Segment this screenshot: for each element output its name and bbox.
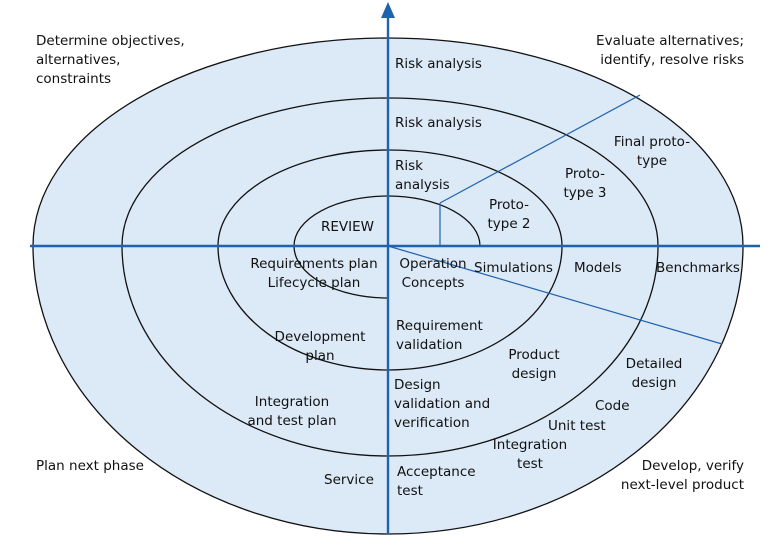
models-label: Models: [574, 260, 622, 276]
prototype-2-label: Proto- type 2: [487, 197, 531, 232]
spiral-fill-outer-right: [388, 38, 743, 534]
simulations-label: Simulations: [474, 260, 553, 276]
risk-analysis-inner: Risk analysis: [395, 158, 450, 193]
product-line-diagonal: [387, 245, 723, 345]
requirements-lifecycle-plan: Requirements plan Lifecycle plan: [250, 256, 378, 291]
code-label: Code: [595, 398, 630, 414]
quadrant-label-evaluate-alternatives: Evaluate alternatives; identify, resolve…: [596, 33, 744, 68]
design-validation-label: Design validation and verification: [394, 377, 491, 431]
risk-analysis-outer: Risk analysis: [395, 56, 482, 72]
final-prototype-label: Final proto- type: [613, 134, 691, 169]
quadrant-label-determine-objectives: Determine objectives, alternatives, cons…: [36, 33, 185, 87]
prototype-line-diagonal: [439, 94, 641, 204]
quadrant-label-plan-next-phase: Plan next phase: [36, 458, 144, 474]
unit-test-label: Unit test: [548, 418, 606, 434]
review-label: REVIEW: [321, 219, 375, 235]
integration-test-plan-label: Integration and test plan: [247, 394, 337, 429]
risk-analysis-middle: Risk analysis: [395, 115, 482, 131]
operation-concepts-label: Operation Concepts: [399, 256, 467, 291]
spiral-arc-inner: [293, 195, 481, 299]
acceptance-test-label: Acceptance test: [397, 464, 476, 499]
service-label: Service: [324, 472, 374, 488]
quadrant-label-develop-verify: Develop, verify next-level product: [620, 458, 744, 493]
arrowhead-icon: [381, 2, 395, 18]
requirement-validation-label: Requirement validation: [396, 318, 483, 353]
product-design-label: Product design: [508, 347, 560, 382]
spiral-fill-outer-left: [33, 38, 388, 534]
prototype-3-label: Proto- type 3: [563, 166, 607, 201]
development-plan-label: Development plan: [274, 329, 366, 364]
integration-test-label: Integration test: [492, 437, 568, 472]
benchmarks-label: Benchmarks: [656, 260, 740, 276]
detailed-design-label: Detailed design: [625, 356, 683, 391]
